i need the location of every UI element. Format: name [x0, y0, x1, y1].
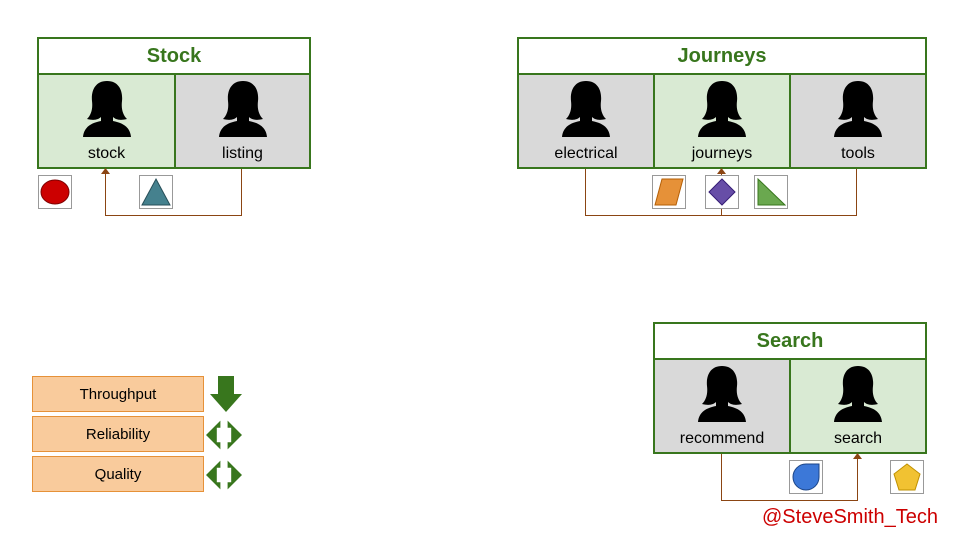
- member-electrical: electrical: [517, 73, 655, 169]
- arrowhead-icon: [853, 453, 862, 459]
- author-credit: @SteveSmith_Tech: [762, 506, 938, 528]
- green-right-triangle-icon: [757, 177, 786, 206]
- member-label: electrical: [554, 145, 618, 162]
- search-team-title: Search: [653, 322, 927, 360]
- connector-line: [721, 454, 722, 501]
- connector-line: [241, 169, 242, 216]
- stock-team-title: Stock: [37, 37, 311, 75]
- teal-triangle-icon: [141, 177, 171, 206]
- member-label: listing: [222, 145, 263, 162]
- member-tools: tools: [789, 73, 927, 169]
- person-icon: [696, 364, 748, 424]
- split-double-arrow-icon: [206, 420, 242, 450]
- person-icon: [832, 79, 884, 139]
- member-search: search: [789, 358, 927, 454]
- member-journeys: journeys: [653, 73, 791, 169]
- person-icon: [560, 79, 612, 139]
- yellow-pentagon-tile: [890, 460, 924, 494]
- red-circle-tile: [38, 175, 72, 209]
- connector-line: [721, 500, 858, 501]
- orange-parallelogram-icon: [654, 178, 684, 206]
- arrowhead-icon: [101, 168, 110, 174]
- yellow-pentagon-icon: [893, 463, 921, 491]
- connector-line: [856, 169, 857, 216]
- journeys-team-title-text: Journeys: [677, 44, 767, 67]
- purple-diamond-tile: [705, 175, 739, 209]
- split-double-arrow-icon: [206, 460, 242, 490]
- arrowhead-icon: [717, 168, 726, 174]
- connector-line: [105, 215, 242, 216]
- legend-label: Quality: [94, 465, 142, 483]
- member-stock: stock: [37, 73, 176, 169]
- red-circle-icon: [40, 179, 70, 205]
- connector-line: [857, 457, 858, 501]
- member-label: stock: [87, 145, 126, 162]
- person-icon: [81, 79, 133, 139]
- connector-line: [105, 172, 106, 216]
- search-team-title-text: Search: [756, 329, 824, 352]
- teal-triangle-tile: [139, 175, 173, 209]
- legend-reliability: Reliability: [32, 416, 204, 452]
- person-icon: [832, 364, 884, 424]
- member-label: tools: [841, 145, 875, 162]
- member-recommend: recommend: [653, 358, 791, 454]
- legend-throughput: Throughput: [32, 376, 204, 412]
- member-label: search: [833, 430, 883, 447]
- down-arrow-icon: [210, 376, 242, 412]
- person-icon: [696, 79, 748, 139]
- legend-quality: Quality: [32, 456, 204, 492]
- orange-parallelogram-tile: [652, 175, 686, 209]
- connector-line: [585, 169, 586, 216]
- journeys-team-title: Journeys: [517, 37, 927, 75]
- member-label: recommend: [679, 430, 765, 447]
- stock-team-title-text: Stock: [146, 44, 202, 67]
- legend-label: Throughput: [79, 385, 157, 403]
- blue-teardrop-icon: [792, 463, 820, 491]
- blue-teardrop-tile: [789, 460, 823, 494]
- green-right-triangle-tile: [754, 175, 788, 209]
- member-label: journeys: [691, 145, 753, 162]
- member-listing: listing: [174, 73, 311, 169]
- purple-diamond-icon: [708, 178, 736, 206]
- legend-label: Reliability: [85, 425, 151, 443]
- person-icon: [217, 79, 269, 139]
